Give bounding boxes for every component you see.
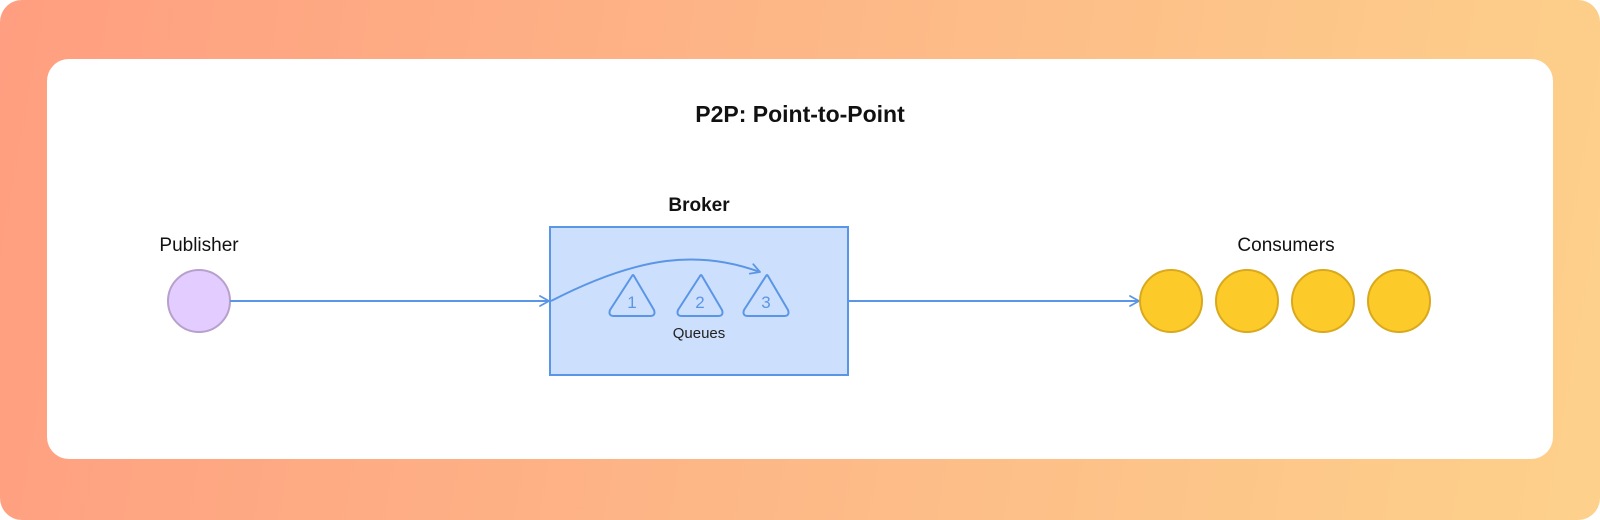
consumers-group bbox=[1139, 269, 1431, 333]
queue-1: 1 bbox=[608, 274, 656, 317]
queue-number: 1 bbox=[627, 293, 636, 312]
consumers-label: Consumers bbox=[1237, 235, 1334, 256]
queue-triangle-icon bbox=[676, 274, 724, 317]
broker-label: Broker bbox=[668, 195, 730, 216]
queues-label: Queues bbox=[673, 325, 726, 342]
queue-2: 2 bbox=[676, 274, 724, 317]
publisher-node bbox=[167, 269, 231, 333]
queue-number: 3 bbox=[761, 293, 770, 312]
consumer-node bbox=[1367, 269, 1431, 333]
routing-curve-arrow bbox=[550, 258, 761, 302]
diagram-title: P2P: Point-to-Point bbox=[695, 101, 905, 127]
queue-number: 2 bbox=[695, 293, 704, 312]
broker-box bbox=[549, 226, 849, 376]
consumer-node bbox=[1215, 269, 1279, 333]
consumer-node bbox=[1139, 269, 1203, 333]
publisher-label: Publisher bbox=[159, 235, 239, 256]
consumer-node bbox=[1291, 269, 1355, 333]
queue-triangle-icon bbox=[742, 274, 790, 317]
queue-3: 3 bbox=[742, 274, 790, 317]
queue-triangle-icon bbox=[608, 274, 656, 317]
